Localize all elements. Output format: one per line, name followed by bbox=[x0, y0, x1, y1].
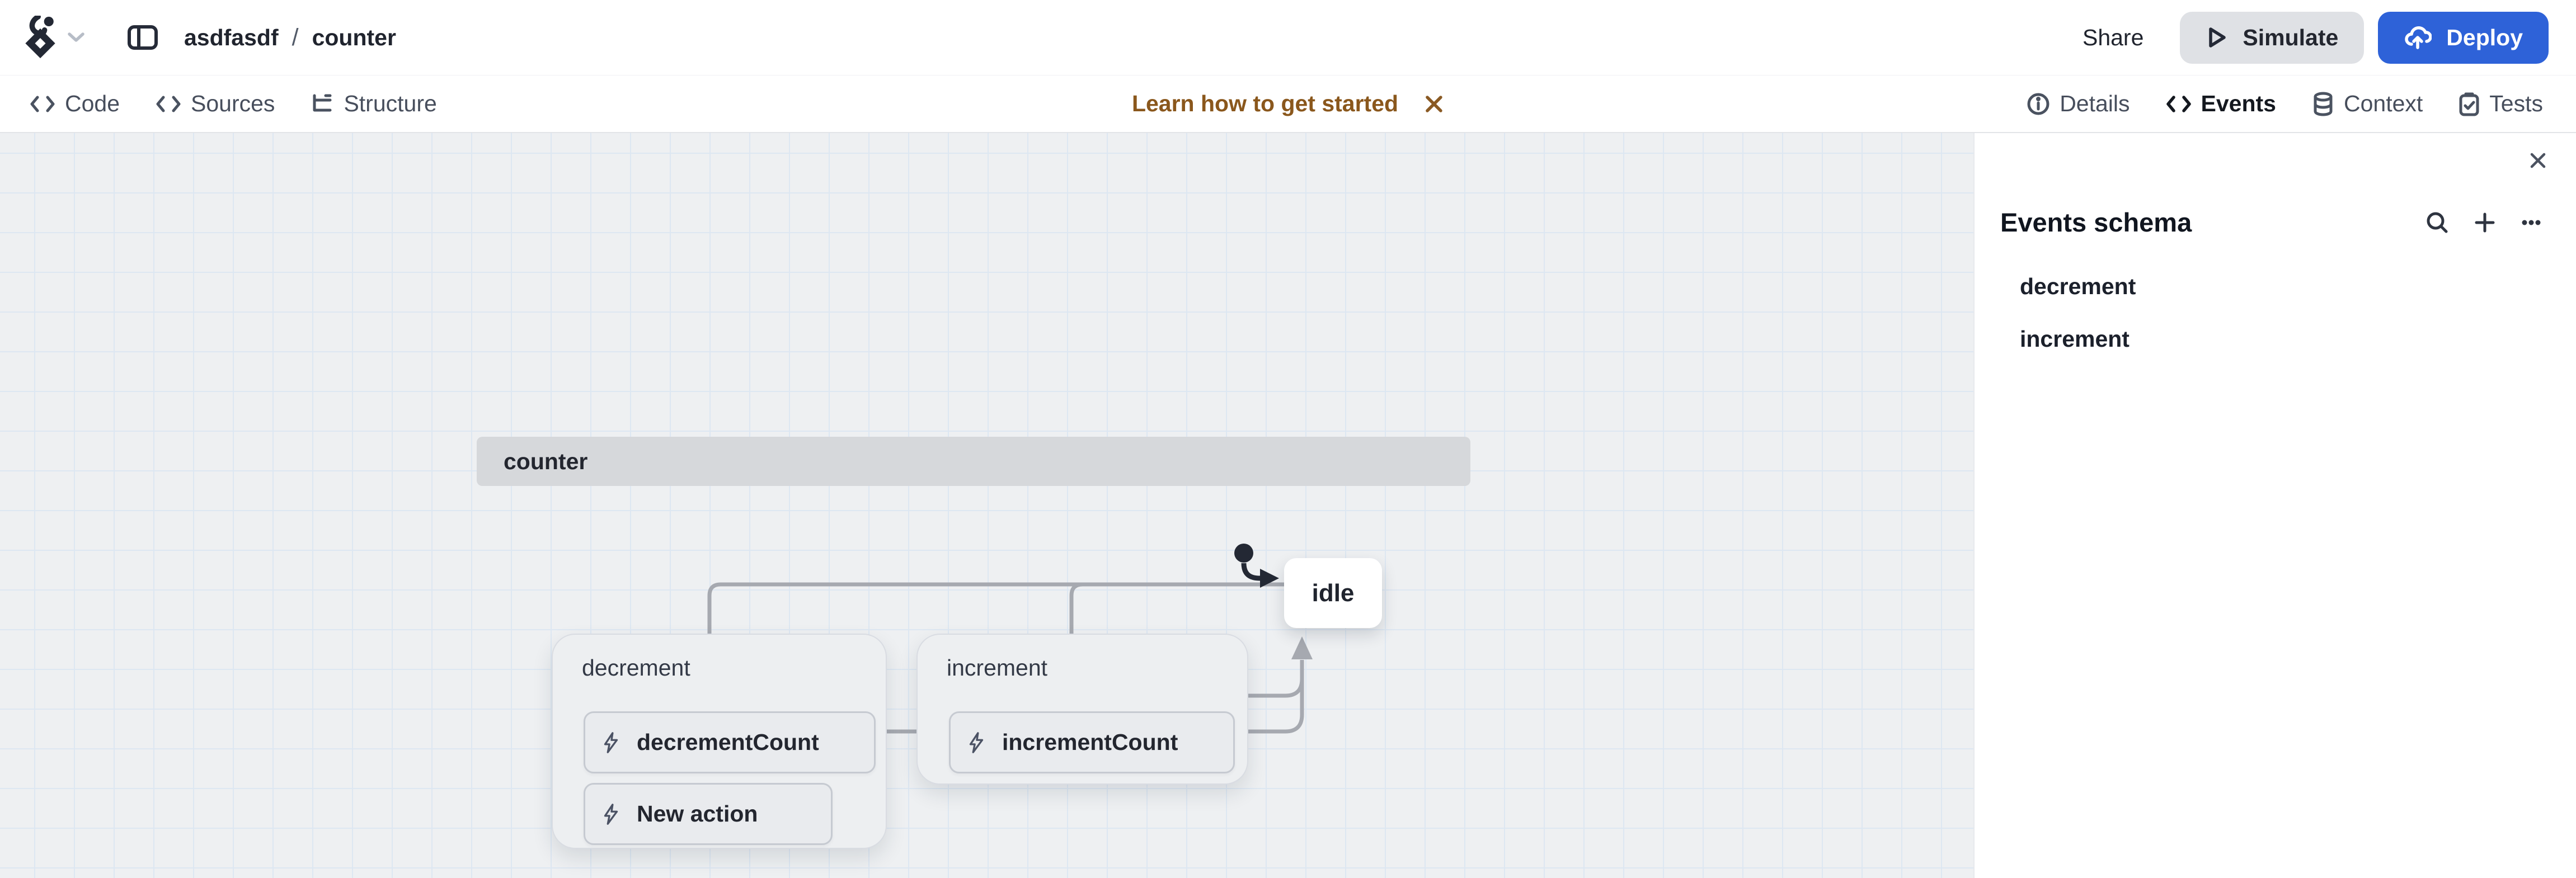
panel-close-button[interactable] bbox=[2527, 150, 2549, 171]
action-label: decrementCount bbox=[637, 729, 819, 755]
search-icon bbox=[2425, 210, 2450, 235]
action-label: incrementCount bbox=[1002, 729, 1178, 755]
panel-title: Events schema bbox=[2000, 207, 2192, 237]
panel-toggle-icon bbox=[127, 25, 158, 50]
left-tabs: Code Sources Structure bbox=[30, 91, 437, 117]
lightning-icon bbox=[966, 731, 986, 754]
share-button[interactable]: Share bbox=[2082, 24, 2144, 50]
close-icon bbox=[2527, 150, 2549, 171]
target-arrowhead bbox=[1291, 636, 1313, 659]
action-label: New action bbox=[637, 801, 758, 827]
cloud-upload-icon bbox=[2404, 25, 2432, 50]
close-icon bbox=[1424, 94, 1444, 114]
tab-label: Events bbox=[2201, 91, 2276, 116]
panel-menu-button[interactable] bbox=[2520, 219, 2542, 226]
initial-arrowhead bbox=[1260, 569, 1279, 588]
code-icon bbox=[30, 94, 55, 114]
add-event-button[interactable] bbox=[2474, 212, 2495, 233]
stately-logo-icon bbox=[24, 16, 57, 59]
tab-tests[interactable]: Tests bbox=[2459, 91, 2543, 117]
new-action-button[interactable]: New action bbox=[584, 783, 833, 845]
plus-icon bbox=[2474, 212, 2495, 233]
event-list-item-increment[interactable]: increment bbox=[2020, 325, 2130, 352]
main-area: counter decrement bbox=[0, 133, 2576, 878]
state-name-label: idle bbox=[1311, 579, 1355, 607]
tab-label: Details bbox=[2060, 91, 2130, 116]
panel-header: Events schema bbox=[2000, 207, 2542, 238]
sidebar-toggle-button[interactable] bbox=[127, 25, 158, 50]
initial-state-dot bbox=[1234, 544, 1253, 563]
breadcrumb-separator: / bbox=[292, 23, 299, 51]
breadcrumb-machine[interactable]: counter bbox=[312, 24, 396, 50]
event-name-label: increment bbox=[947, 655, 1048, 681]
events-panel: Events schema bbox=[1973, 133, 2576, 878]
tab-label: Sources bbox=[191, 91, 275, 116]
chevron-down-icon bbox=[68, 32, 84, 43]
right-tabs: Details Events Context bbox=[2027, 91, 2543, 117]
banner-close-button[interactable] bbox=[1424, 94, 1444, 114]
tab-details[interactable]: Details bbox=[2027, 91, 2130, 117]
simulate-label: Simulate bbox=[2243, 24, 2339, 50]
breadcrumb-project[interactable]: asdfasdf bbox=[184, 24, 279, 50]
tab-sources[interactable]: Sources bbox=[156, 91, 275, 117]
search-events-button[interactable] bbox=[2425, 210, 2450, 235]
event-name-label: decrement bbox=[582, 655, 690, 681]
machine-name-bar[interactable]: counter bbox=[477, 437, 1470, 486]
getting-started-link[interactable]: Learn how to get started bbox=[1131, 91, 1399, 116]
top-bar: asdfasdf / counter Share Simulate Deploy bbox=[0, 0, 2576, 75]
logo-menu[interactable] bbox=[24, 16, 84, 59]
lightning-icon bbox=[601, 731, 621, 754]
clipboard-check-icon bbox=[2459, 92, 2480, 116]
action-decrementCount[interactable]: decrementCount bbox=[584, 711, 876, 773]
event-list-item-decrement[interactable]: decrement bbox=[2020, 273, 2136, 299]
simulate-button[interactable]: Simulate bbox=[2180, 11, 2365, 64]
editor-toolbar: Code Sources Structure Learn how to get … bbox=[0, 75, 2576, 133]
deploy-label: Deploy bbox=[2446, 24, 2523, 50]
breadcrumb: asdfasdf / counter bbox=[184, 24, 396, 51]
state-node-idle[interactable]: idle bbox=[1284, 558, 1382, 628]
event-block-decrement[interactable]: decrement decrementCount New action bbox=[552, 634, 887, 849]
tab-label: Code bbox=[65, 91, 120, 116]
tab-label: Tests bbox=[2489, 91, 2543, 116]
code-icon bbox=[2166, 94, 2192, 114]
play-icon bbox=[2206, 25, 2228, 50]
top-actions: Share Simulate Deploy bbox=[2082, 11, 2549, 64]
action-incrementCount[interactable]: incrementCount bbox=[949, 711, 1235, 773]
tab-code[interactable]: Code bbox=[30, 91, 120, 117]
tab-label: Structure bbox=[344, 91, 437, 116]
panel-actions bbox=[2425, 210, 2542, 235]
tree-icon bbox=[311, 93, 334, 115]
tab-events[interactable]: Events bbox=[2166, 91, 2276, 117]
tab-label: Context bbox=[2343, 91, 2423, 116]
tab-structure[interactable]: Structure bbox=[311, 91, 437, 117]
event-block-increment[interactable]: increment incrementCount bbox=[916, 634, 1248, 785]
tab-context[interactable]: Context bbox=[2312, 91, 2423, 117]
lightning-icon bbox=[601, 803, 621, 825]
machine-name-label: counter bbox=[504, 448, 588, 474]
getting-started-banner: Learn how to get started bbox=[1132, 91, 1444, 117]
database-icon bbox=[2312, 92, 2334, 116]
events-list: decrement increment bbox=[1975, 260, 2576, 365]
machine-canvas[interactable]: counter decrement bbox=[0, 133, 1973, 878]
info-icon bbox=[2027, 92, 2050, 116]
deploy-button[interactable]: Deploy bbox=[2378, 11, 2549, 64]
code-icon bbox=[156, 94, 181, 114]
ellipsis-icon bbox=[2520, 219, 2542, 226]
